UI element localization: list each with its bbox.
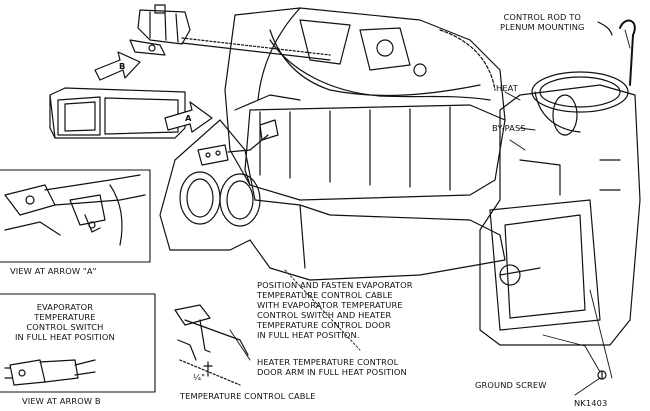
leader-lines — [229, 29, 631, 396]
label-temp-cable: TEMPERATURE CONTROL CABLE — [180, 391, 316, 401]
label-arrow-a: A — [185, 113, 192, 123]
label-position-fasten: POSITION AND FASTEN EVAPORATOR TEMPERATU… — [257, 280, 413, 340]
ground-screw-illustration — [597, 370, 607, 380]
door-arm-detail — [174, 304, 249, 386]
vent-openings-illustration — [179, 171, 261, 227]
label-bypass: BY-PASS — [492, 123, 526, 133]
switch-bracket-illustration — [129, 4, 331, 61]
label-control-rod: CONTROL ROD TO PLENUM MOUNTING — [500, 12, 585, 32]
label-heat: HEAT — [496, 83, 518, 93]
firewall-panel-illustration — [159, 119, 506, 281]
duct-outlet-illustration — [49, 87, 186, 139]
label-quarter-inch: ¼" — [193, 372, 206, 382]
arrow-a-illustration — [164, 101, 213, 133]
connector-illustration — [197, 119, 279, 166]
plenum-housing-illustration — [479, 19, 641, 346]
inset-view-b-frame — [0, 293, 156, 393]
label-figure-code: NK1403 — [574, 398, 608, 408]
label-arrow-b: B — [119, 61, 126, 71]
label-view-b: VIEW AT ARROW B — [22, 396, 101, 406]
label-ground-screw: GROUND SCREW — [475, 380, 547, 390]
heater-housing-illustration — [224, 7, 506, 201]
label-evap-switch: EVAPORATOR TEMPERATURE CONTROL SWITCH IN… — [15, 302, 115, 342]
inset-view-a-frame — [0, 169, 151, 263]
arrow-b-illustration — [94, 51, 141, 81]
label-view-a: VIEW AT ARROW "A" — [10, 266, 97, 276]
label-door-arm: HEATER TEMPERATURE CONTROL DOOR ARM IN F… — [257, 357, 407, 377]
